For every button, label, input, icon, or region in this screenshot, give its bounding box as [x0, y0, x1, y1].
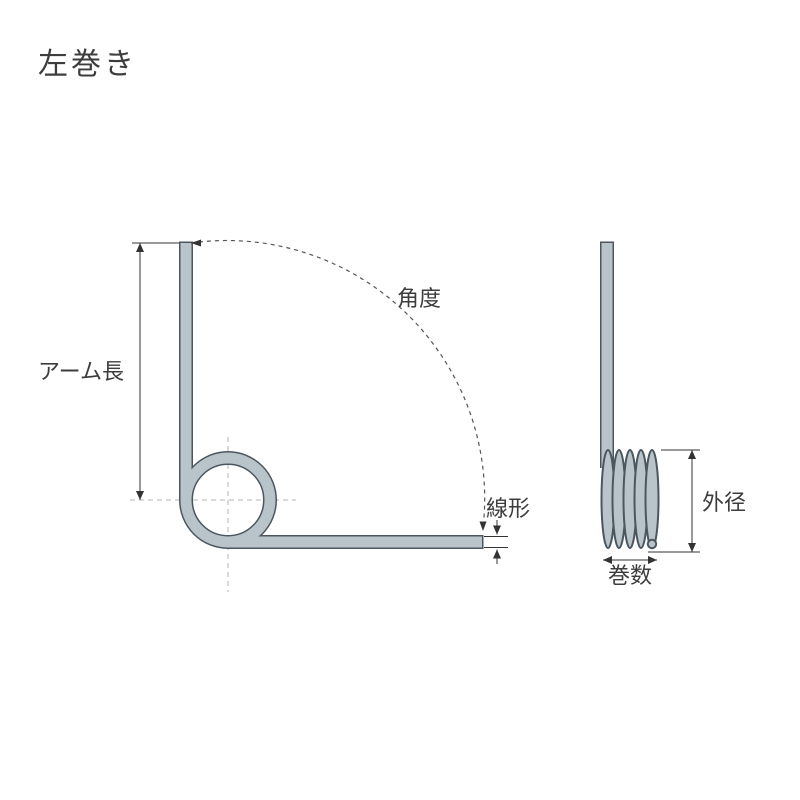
angle-dimension: 角度 [190, 239, 487, 531]
angle-arrow-start [191, 239, 201, 247]
angle-arrow-end [479, 521, 487, 531]
wire-end-dot [646, 538, 658, 550]
outer-diameter-dimension: 外径 [648, 449, 746, 553]
arm-length-dimension: アーム長 [38, 242, 179, 500]
wire-diameter-label: 線形 [486, 497, 530, 522]
side-view-spring [600, 241, 660, 550]
coil-count-dimension: 巻数 [603, 556, 657, 589]
arm-length-label: アーム長 [38, 360, 124, 385]
coil-stack [600, 449, 660, 549]
wire-diameter-dimension: 線形 [484, 497, 530, 564]
angle-label: 角度 [397, 287, 441, 312]
coil-ring-5 [644, 449, 660, 549]
spring-body-layer [180, 243, 482, 548]
angle-arc [190, 239, 486, 529]
page-title: 左巻き [38, 47, 137, 82]
outer-diameter-label: 外径 [702, 491, 746, 516]
front-view-spring [179, 241, 484, 549]
coil-count-label: 巻数 [608, 564, 652, 589]
